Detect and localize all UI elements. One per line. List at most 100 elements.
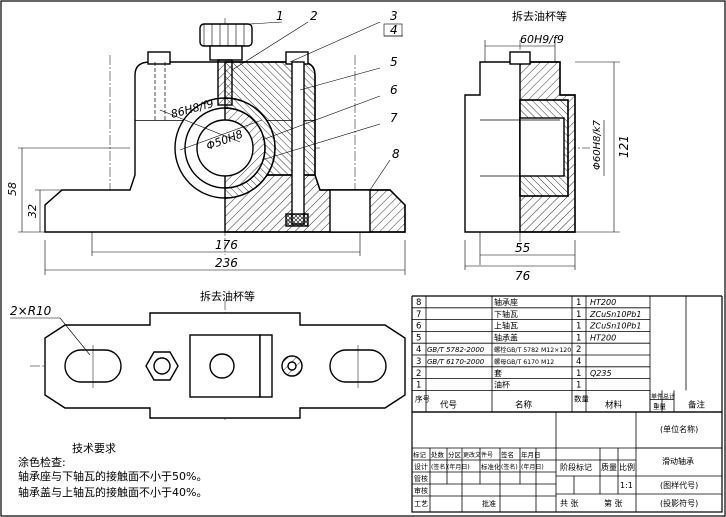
dim-76: 76	[515, 269, 531, 283]
bom-cell-no: 2	[416, 369, 421, 379]
bom-head-total: 总计	[663, 392, 675, 400]
bom-cell-qty: 4	[576, 357, 581, 367]
front-view	[18, 18, 406, 275]
tb-rev-date: 年月日	[521, 450, 541, 459]
bom-cell-name: 轴承座	[494, 297, 518, 307]
bom-cell-name: 油杯	[494, 380, 510, 390]
bom-cell-no: 4	[416, 345, 421, 355]
bom-cell-no: 7	[416, 310, 421, 320]
tb-rev-mark: 标记	[413, 450, 427, 459]
bom-cell-qty: 2	[576, 345, 581, 355]
tech-req-heading: 涂色检查:	[18, 455, 66, 469]
bom-cell-no: 3	[416, 357, 421, 367]
tb-rev-zone: 分区	[448, 450, 462, 459]
bom-cell-qty: 1	[576, 381, 581, 391]
bom-cell-no: 1	[416, 381, 421, 391]
balloon-3: 3	[390, 9, 398, 23]
tb-sheet-total: 共 张	[560, 499, 579, 508]
bom-head-no: 序号	[415, 393, 430, 403]
labels: 拆去油杯等 拆去油杯等 1 2 3 4 5 6 7 8 86H8/f9 Φ50H…	[6, 9, 631, 499]
bom-cell-material: ZCuSn10Pb1	[589, 322, 641, 331]
dim-32: 32	[26, 204, 39, 218]
tb-role-check: 审核	[414, 486, 428, 495]
top-view-title: 拆去油杯等	[200, 289, 255, 303]
bom-head-code: 代号	[440, 399, 457, 410]
bom-cell-qty: 1	[576, 298, 581, 308]
bom-cell-qty: 1	[576, 310, 581, 320]
bom-cell-name: 上轴瓦	[494, 321, 518, 331]
tb-role-field-std: 标准化	[481, 462, 501, 471]
balloon-1: 1	[276, 9, 284, 23]
tb-mass: 质量	[601, 462, 617, 472]
tb-approve: 批准	[482, 499, 496, 508]
balloon-6: 6	[390, 83, 398, 97]
tb-archive-code: (投影符号)	[660, 498, 698, 508]
dim-side-bush-dia: Φ60H8/k7	[592, 119, 603, 170]
bom-cell-material: HT200	[590, 298, 616, 307]
tech-req-line2: 轴承盖与上轴瓦的接触面不小于40%。	[18, 485, 207, 499]
bom-cell-code: GB/T 6170-2000	[427, 358, 485, 366]
tb-role-field-sign: (签名)	[431, 463, 448, 471]
dim-236: 236	[215, 256, 238, 270]
bom-cell-name: 螺母GB/T 6170 M12	[494, 358, 554, 366]
balloon-5: 5	[390, 55, 398, 69]
dim-121: 121	[617, 135, 631, 158]
bom-head-material: 材料	[605, 399, 623, 410]
tb-drawing-code: (图样代号)	[660, 480, 698, 490]
tb-sheet-no: 第 张	[604, 498, 623, 508]
dim-side-fit: 60H9/f9	[520, 33, 564, 46]
tb-rev-file: 更改文件号	[463, 451, 493, 459]
tech-req-title: 技术要求	[72, 442, 116, 455]
tb-rev-sign: 签名	[501, 450, 514, 459]
tb-stage: 阶段标记	[560, 462, 592, 472]
bom-cell-no: 6	[416, 322, 421, 332]
bom-cell-name: 下轴瓦	[494, 309, 518, 319]
bom-cell-code: GB/T 5782-2000	[427, 346, 485, 354]
bom-table	[411, 295, 723, 413]
tb-role-field-date: (年月日)	[447, 463, 470, 471]
bom-head-remark: 备注	[688, 399, 706, 410]
side-view-title: 拆去油杯等	[512, 9, 567, 23]
tb-role-craft: 工艺	[414, 500, 428, 508]
bom-cell-name: 套	[494, 368, 502, 378]
tb-drawing-name: 滑动轴承	[662, 456, 694, 466]
balloon-8: 8	[392, 147, 400, 161]
bom-head-unit: 单件	[651, 392, 663, 400]
bom-cell-name: 螺栓GB/T 5782 M12×120	[494, 346, 571, 354]
bom-cell-no: 5	[416, 333, 421, 343]
dim-slot-radius: 2×R10	[10, 304, 52, 318]
bom-cell-material: Q235	[590, 369, 612, 378]
tb-unit-name: (单位名称)	[660, 424, 698, 434]
tb-rev-count: 处数	[431, 450, 445, 459]
bom-head-weight: 重量	[653, 402, 667, 410]
tb-ratio: 比例	[619, 462, 635, 472]
bom-cell-material: HT200	[590, 333, 616, 342]
bom-head-qty: 数量	[574, 393, 589, 403]
bom-cell-no: 8	[416, 298, 421, 308]
tech-req-line1: 轴承座与下轴瓦的接触面不小于50%。	[18, 469, 207, 483]
top-view	[10, 300, 406, 420]
tb-scale: 1:1	[620, 481, 633, 490]
bom-cell-qty: 1	[576, 333, 581, 343]
dim-55: 55	[515, 241, 530, 255]
dim-58: 58	[6, 182, 19, 196]
tb-role-design: 设计	[414, 462, 428, 471]
bom-cell-qty: 1	[576, 369, 581, 379]
bom-cell-qty: 1	[576, 322, 581, 332]
balloon-7: 7	[390, 111, 398, 125]
title-block	[411, 411, 723, 513]
tb-role-field-sign2: (签名)	[501, 463, 518, 471]
bom-cell-material: ZCuSn10Pb1	[589, 310, 641, 319]
tb-role-field-date2: (年月日)	[521, 463, 544, 471]
balloon-4: 4	[390, 23, 398, 37]
title-block-text: (单位名称) 滑动轴承 (图样代号) (投影符号) 阶段标记 质量 比例 1:1…	[413, 424, 698, 508]
bom-head-name: 名称	[515, 399, 533, 410]
tb-role-review: 管核	[414, 474, 428, 483]
bom-cell-name: 轴承盖	[494, 332, 518, 342]
balloon-2: 2	[310, 9, 318, 23]
dim-176: 176	[215, 238, 238, 252]
side-view	[464, 40, 620, 270]
